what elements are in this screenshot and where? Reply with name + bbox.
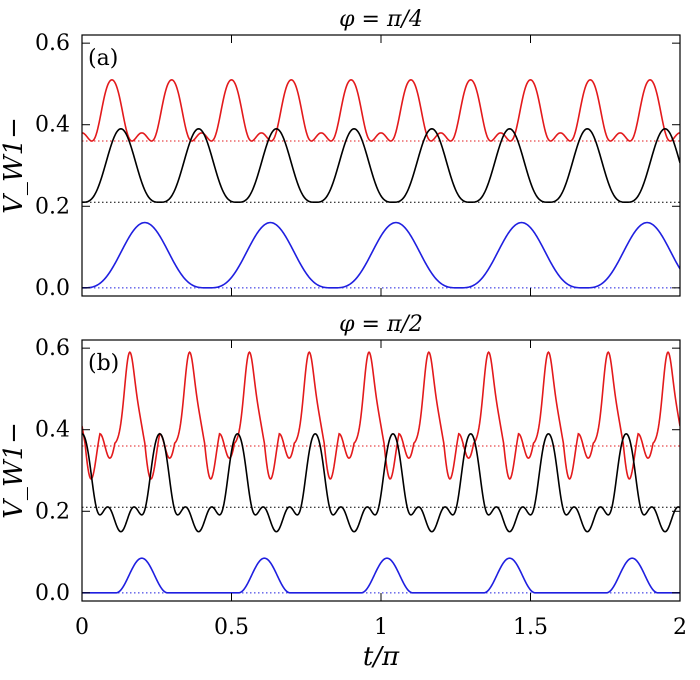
series-line-1 [82,79,680,142]
series-line-1 [82,351,680,480]
y-tick-label: 0.6 [35,31,70,56]
series-group [82,351,680,594]
panel-label: (b) [88,351,119,376]
x-tick-label: 1.5 [513,615,548,640]
y-tick-label: 0.0 [35,276,70,301]
panel-title: φ = π/4 [339,7,423,32]
y-tick-label: 0.2 [35,499,70,524]
x-axis-label: t/π [363,642,400,672]
x-tick-label: 0.5 [214,615,249,640]
series-group [82,79,680,289]
x-tick-label: 1 [374,615,388,640]
x-tick-label: 2 [673,615,687,640]
y-tick-label: 0.2 [35,194,70,219]
y-tick-label: 0.0 [35,581,70,606]
x-tick-label: 0 [75,615,89,640]
y-tick-label: 0.4 [35,113,70,138]
series-line-3 [82,557,680,594]
series-line-3 [82,221,680,289]
panel-b: 0.0 0.2 0.4 0.6 0 0.5 1 1.5 2 φ = π/2 (b) V_W1− t/π [0,312,687,672]
y-tick-label: 0.4 [35,418,70,443]
y-axis-label: V_W1− [0,117,29,214]
series-line-2 [82,127,680,203]
panel-title: φ = π/2 [339,312,423,337]
panel-a: 0.0 0.2 0.4 0.6 φ = π/4 (a) V_W1− [0,7,681,301]
y-axis-label: V_W1− [0,422,29,519]
series-line-2 [82,432,680,533]
y-tick-label: 0.6 [35,336,70,361]
panel-label: (a) [88,46,118,71]
